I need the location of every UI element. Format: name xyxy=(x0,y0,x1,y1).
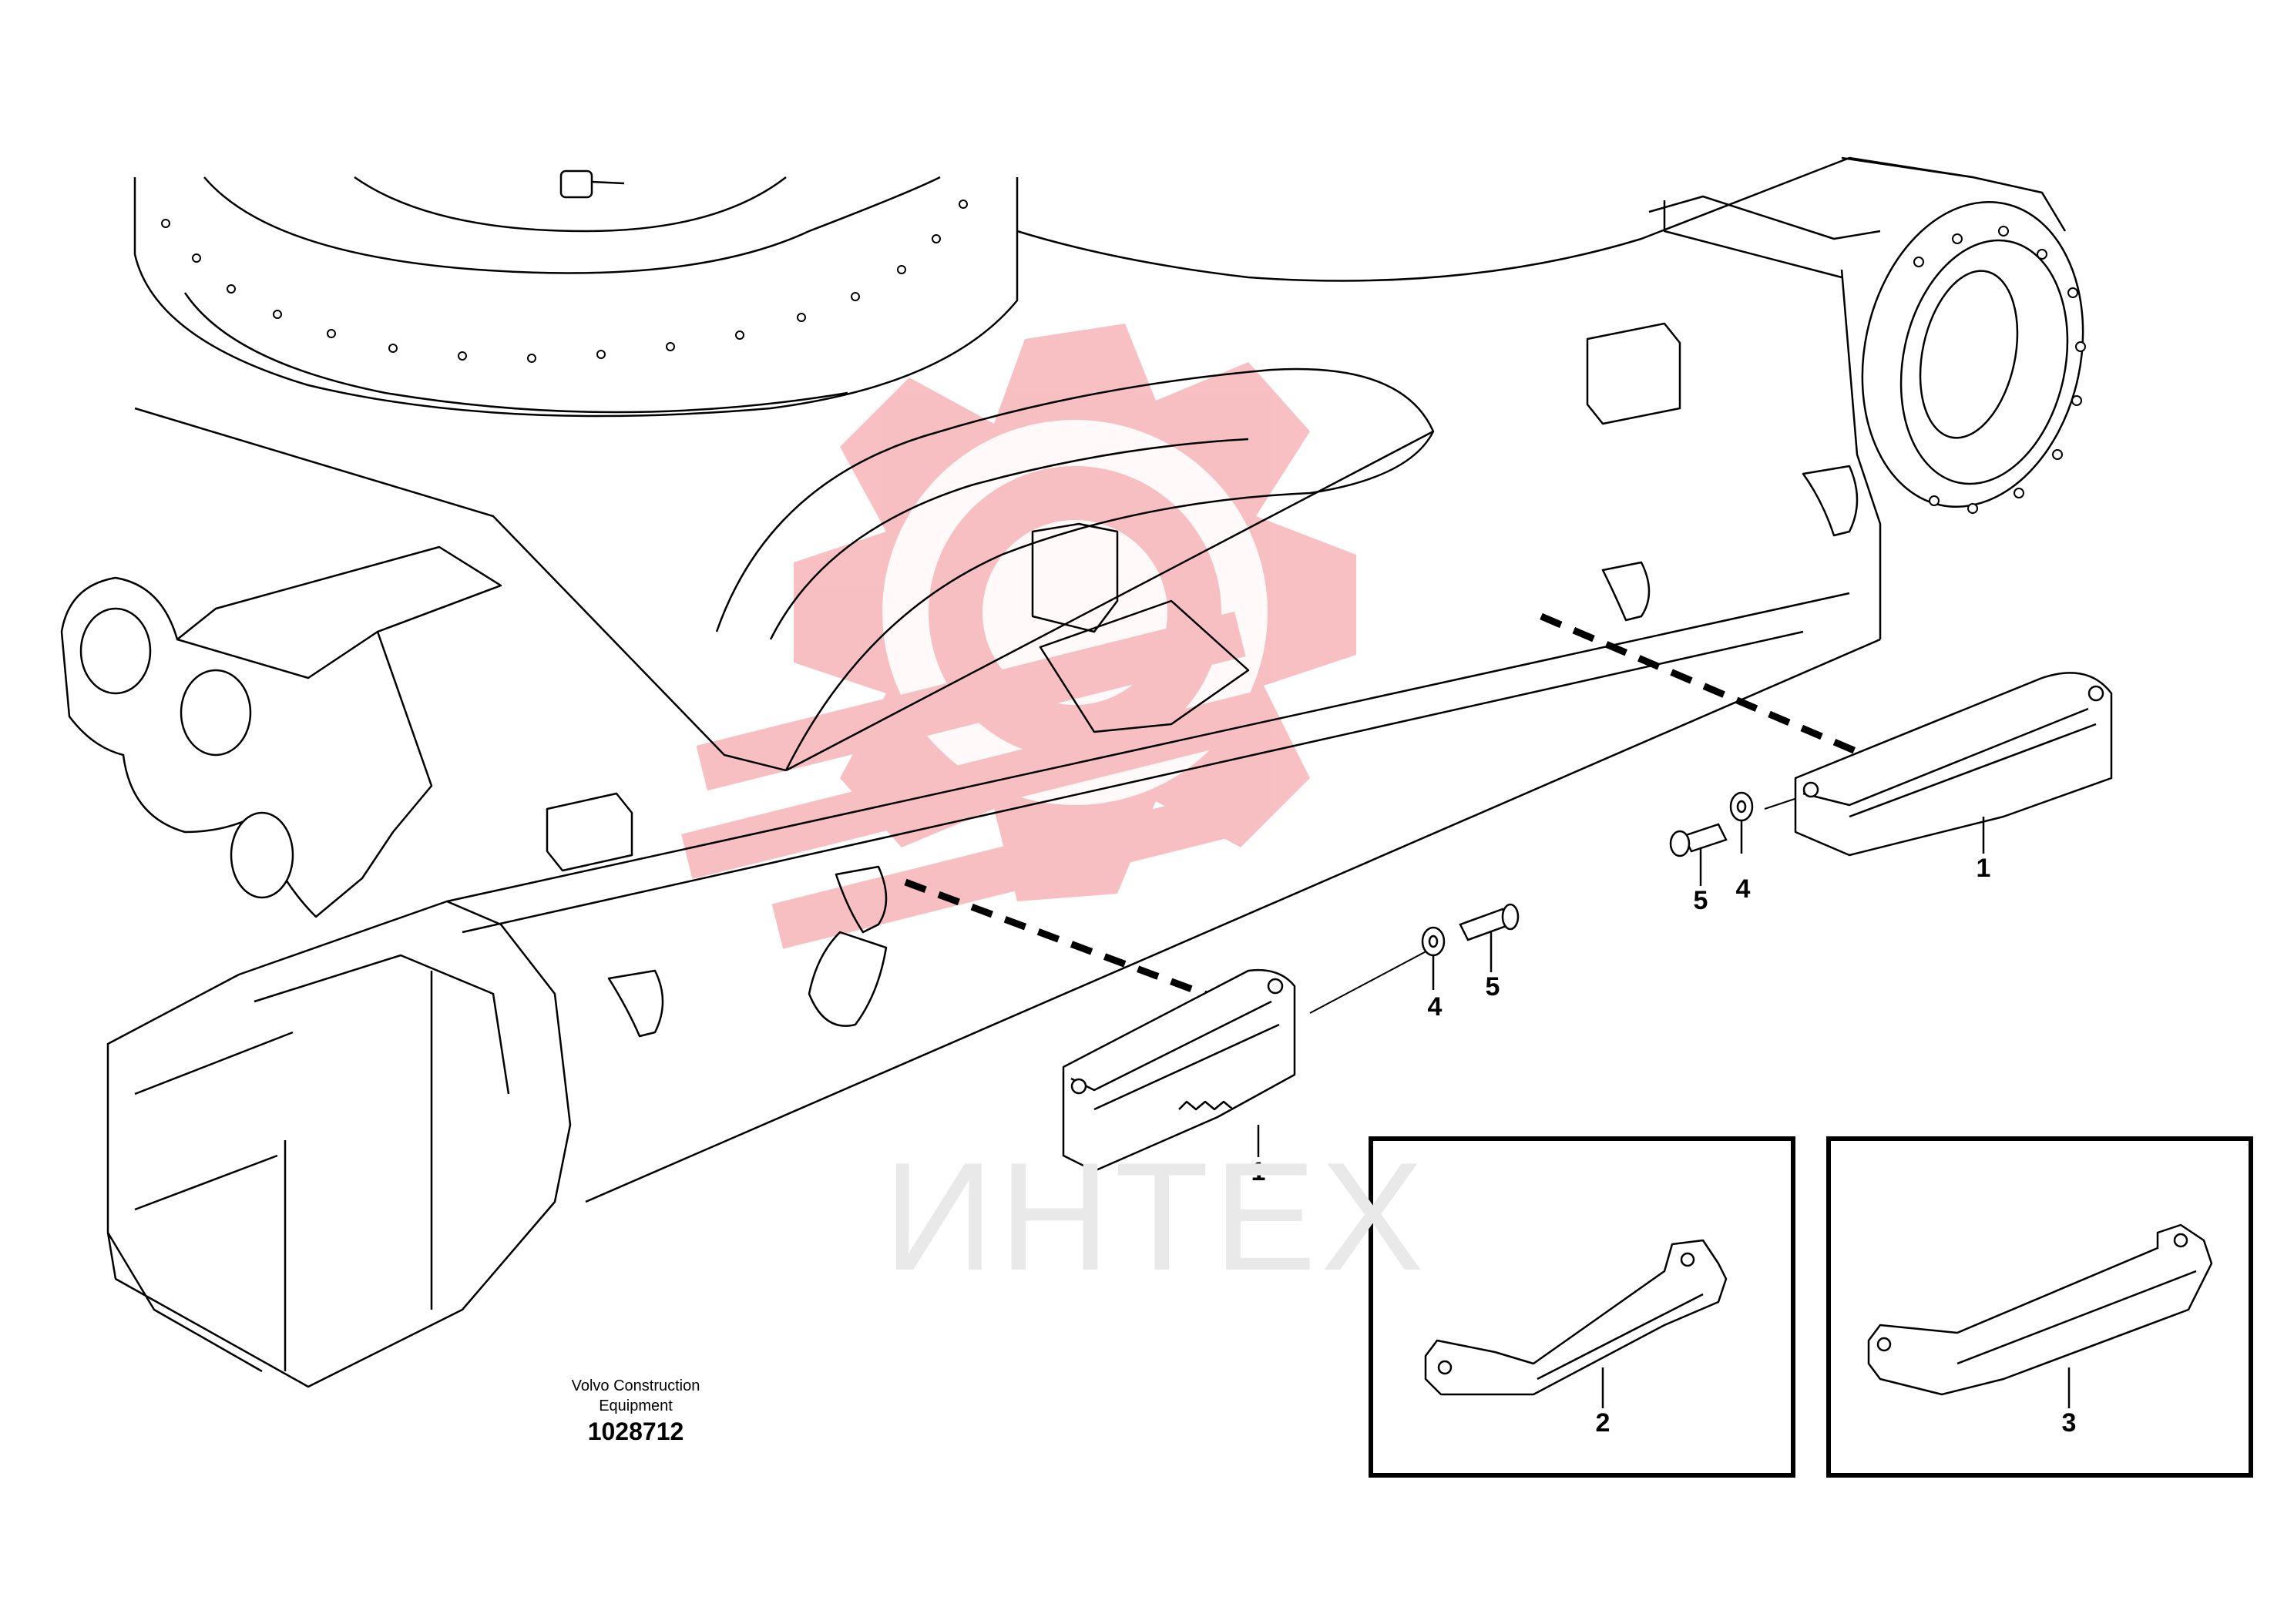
callout-inset-left: 2 xyxy=(1596,1408,1611,1438)
credit-line-1: Volvo Construction xyxy=(571,1377,700,1394)
fasteners xyxy=(1421,791,1754,957)
step-part-right xyxy=(1794,672,2113,857)
callout-step-right: 1 xyxy=(1977,854,1991,883)
inset-box-right: 3 xyxy=(1826,1136,2253,1478)
callout-bolt-left: 5 xyxy=(1486,972,1500,1002)
callout-washer-left: 4 xyxy=(1428,992,1443,1022)
credit-text: Volvo Construction Equipment xyxy=(501,1376,771,1416)
watermark-text: ИНТЕХ xyxy=(883,1131,1429,1303)
callout-leaders xyxy=(1257,817,1985,1157)
document-number: 1028712 xyxy=(587,1418,684,1445)
inset-box-left: 2 xyxy=(1369,1136,1795,1478)
watermark-logo xyxy=(681,324,1356,949)
callout-washer-right: 4 xyxy=(1736,874,1751,904)
credit-line-2: Equipment xyxy=(599,1398,673,1414)
callout-step-left: 1 xyxy=(1251,1157,1266,1186)
track-frame-drawing xyxy=(60,156,2086,1388)
callout-inset-right: 3 xyxy=(2062,1408,2077,1438)
step-part-left xyxy=(1062,969,1296,1173)
callout-bolt-right: 5 xyxy=(1694,886,1708,915)
